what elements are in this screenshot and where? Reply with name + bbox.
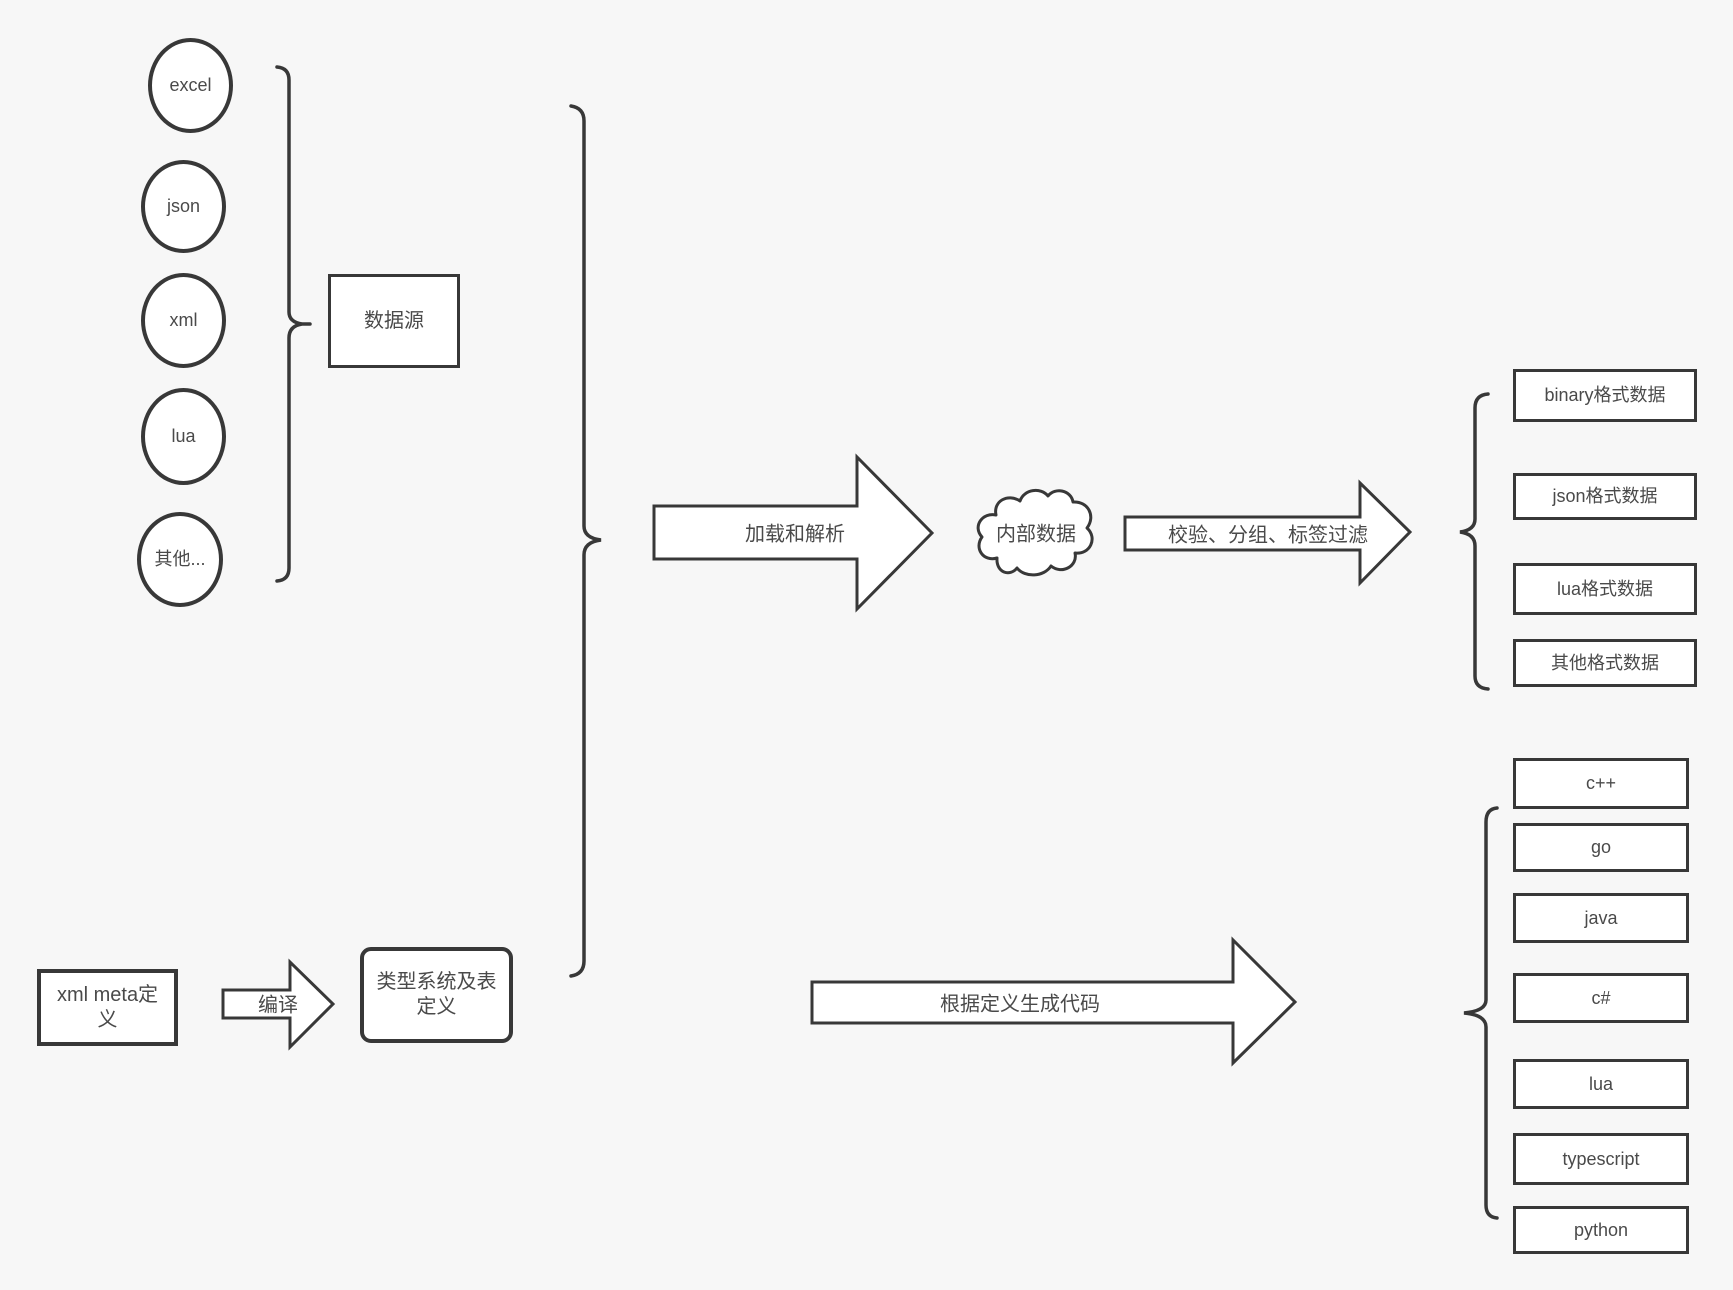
node-excel: excel [148,38,233,133]
node-lua: lua [141,388,226,485]
label-compile: 编译 [258,994,298,1017]
box-lang-lua: lua [1513,1059,1689,1109]
box-data-source-group: 数据源 [328,274,460,368]
brace-main-group [569,104,602,978]
label-internal-data: 内部数据 [996,523,1076,546]
brace-data-sources [275,65,312,583]
box-lang-cpp: c++ [1513,758,1689,809]
node-xml: xml [141,273,226,368]
arrow-generate-code [810,936,1298,1067]
arrow-load-parse [652,453,935,613]
brace-code-languages [1463,806,1499,1220]
box-lang-python: python [1513,1206,1689,1254]
brace-data-formats [1459,392,1490,691]
arrow-compile [221,958,336,1051]
box-format-binary: binary格式数据 [1513,369,1697,422]
box-xml-meta-definition: xml meta定义 [37,969,178,1046]
box-lang-java: java [1513,893,1689,943]
label-filter: 校验、分组、标签过滤 [1168,524,1368,547]
label-load-parse: 加载和解析 [745,523,845,546]
label-generate-code: 根据定义生成代码 [940,993,1100,1016]
box-lang-csharp: c# [1513,973,1689,1023]
box-format-json: json格式数据 [1513,473,1697,520]
arrow-filter [1123,479,1413,587]
cloud-internal-data [976,488,1094,577]
box-type-system-definition: 类型系统及表定义 [360,947,513,1043]
node-others: 其他... [137,512,223,607]
box-lang-typescript: typescript [1513,1133,1689,1185]
box-format-other: 其他格式数据 [1513,639,1697,687]
node-json: json [141,160,226,253]
box-lang-go: go [1513,823,1689,872]
box-format-lua: lua格式数据 [1513,563,1697,615]
